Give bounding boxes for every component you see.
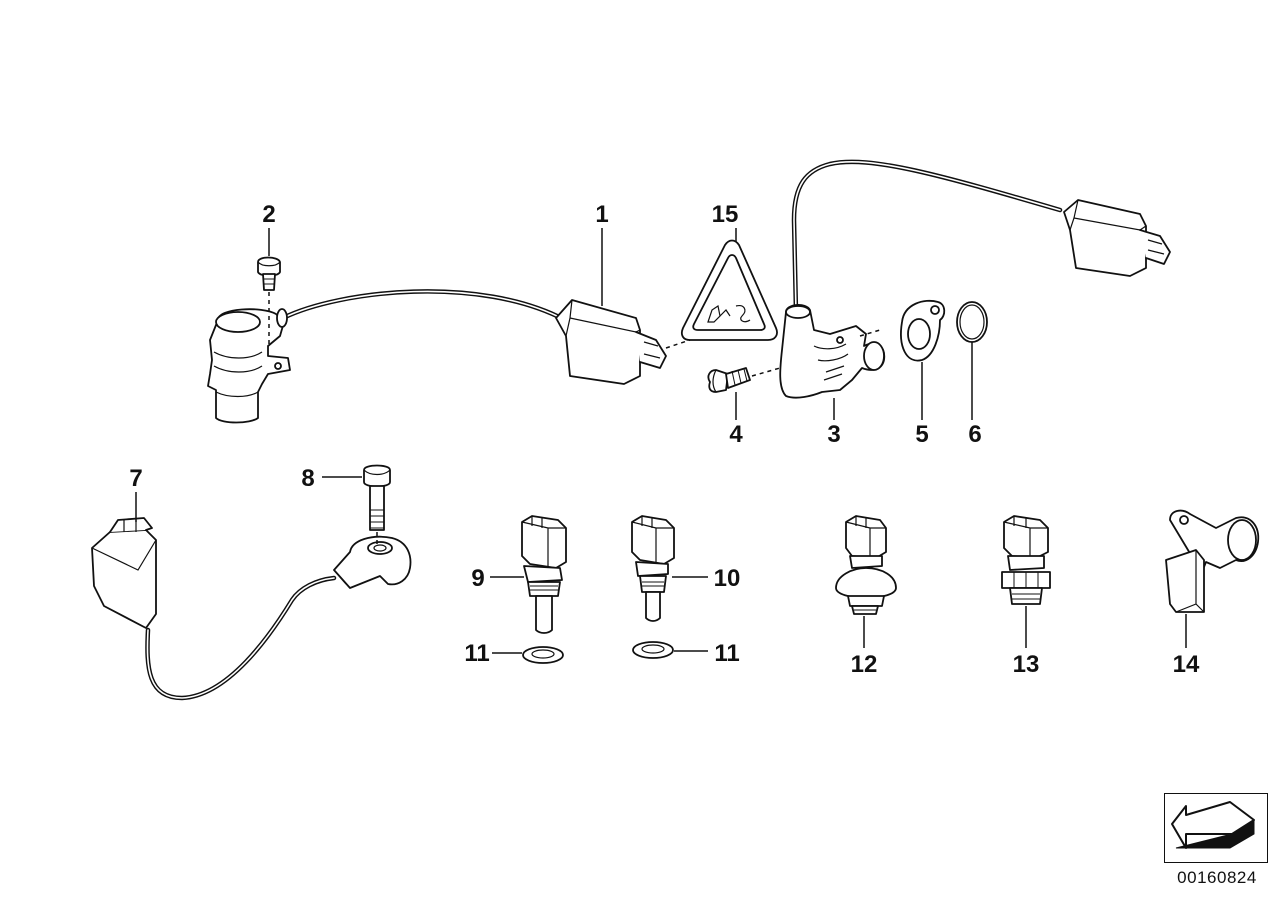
- callout-14: 14: [1173, 651, 1200, 678]
- warning-triangle-icon: [680, 239, 778, 341]
- callout-numbers: 1 2 15 4 3 5 6 7 8 9 10 11 11 12 13 14: [129, 201, 1200, 678]
- callout-5: 5: [915, 421, 928, 448]
- callout-10: 10: [714, 565, 741, 592]
- bolt-part-8[interactable]: [363, 464, 391, 547]
- leader-lines: [135, 228, 1187, 654]
- sensor-part-1[interactable]: [207, 289, 691, 424]
- callout-6: 6: [968, 421, 981, 448]
- catalog-box: [1164, 793, 1268, 863]
- switch-part-13[interactable]: [1001, 515, 1051, 605]
- gasket-part-5[interactable]: [900, 300, 946, 362]
- arrow-icon: [1171, 801, 1255, 849]
- o-ring-part-6[interactable]: [956, 301, 988, 343]
- callout-9: 9: [471, 565, 484, 592]
- diagram-number: 00160824: [1177, 868, 1257, 887]
- sensor-part-9[interactable]: [521, 515, 567, 634]
- sealing-ring-part-11b[interactable]: [632, 641, 674, 659]
- sensor-part-14[interactable]: [1165, 509, 1260, 613]
- callout-4: 4: [729, 421, 743, 448]
- callout-7: 7: [129, 465, 142, 492]
- knock-sensor-part-7[interactable]: [91, 517, 412, 701]
- callout-1: 1: [595, 201, 608, 228]
- callout-2: 2: [262, 201, 275, 228]
- callout-13: 13: [1013, 651, 1040, 678]
- screw-part-2[interactable]: [257, 256, 281, 345]
- callout-11a: 11: [464, 640, 489, 667]
- sealing-ring-part-11a[interactable]: [522, 646, 564, 664]
- callout-11b: 11: [714, 640, 739, 667]
- sensor-part-3[interactable]: [779, 159, 1171, 399]
- pressure-switch-part-12[interactable]: [835, 515, 897, 615]
- screw-part-4[interactable]: [707, 367, 781, 393]
- callout-15: 15: [712, 201, 739, 228]
- sensor-part-10[interactable]: [631, 515, 675, 622]
- callout-8: 8: [301, 465, 314, 492]
- callout-3: 3: [827, 421, 840, 448]
- callout-12: 12: [851, 651, 878, 678]
